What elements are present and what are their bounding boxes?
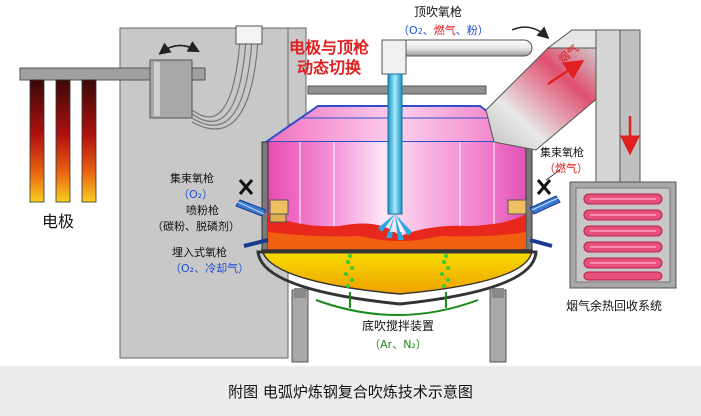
cluster-lance-left-label: 集束氧枪	[170, 172, 214, 185]
cable-connector	[235, 25, 263, 45]
cluster-lance-right-gas-close: ）	[577, 162, 588, 175]
close-icon	[238, 179, 254, 195]
close-icon	[536, 179, 552, 195]
electrodes	[29, 79, 97, 203]
powder-lance-detail: （碳粉、脱磷剂）	[152, 220, 240, 233]
cluster-lance-right-gas-fuel: 燃气	[555, 162, 577, 175]
top-lance-gas-sub: 2	[417, 27, 423, 36]
cluster-lance-right-gas-open: （	[544, 162, 555, 175]
cables	[191, 39, 259, 130]
bottom-stirring-pipes	[315, 292, 479, 316]
powder-lance-label: 喷粉枪	[186, 204, 219, 217]
heat-recovery-label: 烟气余热回收系统	[566, 299, 663, 313]
furnace-legs	[291, 288, 507, 363]
electrode-arm	[19, 59, 206, 119]
furnace-wall-right	[525, 141, 533, 253]
powder-lance-left[interactable]	[269, 213, 287, 223]
flue-arrow-icon	[547, 59, 585, 86]
bottom-stirring-label: 底吹搅拌装置	[361, 319, 434, 333]
top-lance-gas-fuel: 燃气	[433, 24, 456, 37]
buried-lance-detail: （O₂、冷却气）	[170, 262, 250, 275]
cluster-lance-right[interactable]	[507, 195, 561, 215]
top-lance-gas-label: （O2、燃气、粉）	[398, 24, 489, 38]
buried-lance-right[interactable]	[529, 238, 553, 248]
cluster-lance-left[interactable]	[235, 199, 289, 217]
top-lance-gas-sep: 、	[422, 24, 434, 37]
bottom-stirring-bubbles	[344, 254, 450, 288]
molten-steel-bath	[261, 249, 533, 295]
buried-lance-label: 埋入式氧枪	[172, 246, 227, 259]
dynamic-switch-label-line1: 电极与顶枪	[288, 38, 369, 57]
cluster-lance-right-label: 集束氧枪	[540, 146, 584, 159]
top-lance-rotate-icon	[511, 26, 550, 39]
top-lance-label: 顶吹氧枪	[414, 5, 463, 19]
dynamic-switch-label-line2: 动态切换	[296, 58, 361, 77]
cluster-lance-left-gas: （O₂）	[178, 188, 214, 201]
figure-caption: 附图 电弧炉炼钢复合吹炼技术示意图	[0, 366, 701, 416]
rotate-arrow-start-icon	[158, 42, 197, 55]
bottom-stirring-gas: （Ar、N₂）	[369, 338, 427, 351]
cluster-lance-right-gas: （燃气）	[544, 162, 588, 175]
electrode-label: 电极	[42, 212, 75, 231]
support-frame	[119, 27, 307, 359]
top-lance[interactable]	[387, 73, 403, 215]
top-lance-gas-powder: 、粉）	[455, 24, 489, 37]
buried-lance-left[interactable]	[243, 238, 269, 248]
top-lance-gas-open: （O	[398, 24, 418, 37]
top-lance-pipe	[399, 39, 533, 57]
furnace-wall-left	[261, 141, 269, 253]
